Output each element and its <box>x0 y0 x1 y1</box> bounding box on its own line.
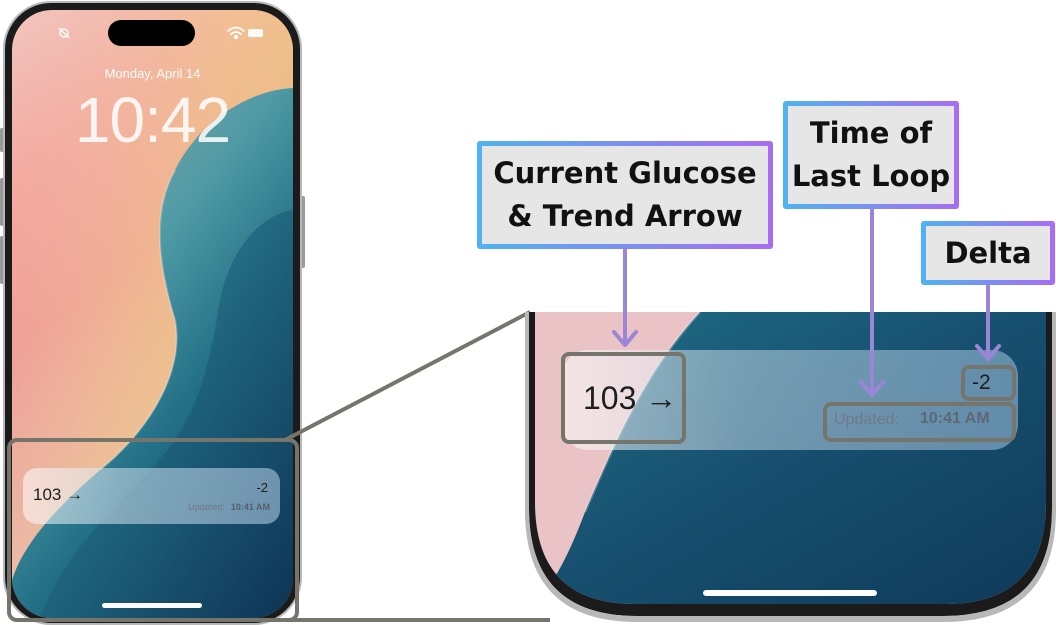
glucose-highlight-box <box>561 352 686 444</box>
callout-loop-line2: Last Loop <box>791 159 951 193</box>
zoom-glucose-trend: 103 → <box>583 380 678 416</box>
glucose-widget-small[interactable]: 103 → -2 Updated: 10:41 AM <box>23 468 280 524</box>
callout-glucose-line1: Current Glucose <box>493 156 757 190</box>
callout-current-glucose: Current Glucose & Trend Arrow <box>477 141 773 249</box>
battery-icon <box>248 29 263 37</box>
lock-screen-time: 10:42 <box>74 84 231 156</box>
callout-glucose-line2: & Trend Arrow <box>507 199 743 233</box>
lock-screen-date: Monday, April 14 <box>104 66 201 81</box>
home-indicator <box>102 603 202 608</box>
focus-moon-icon <box>58 27 70 39</box>
delta-highlight-box <box>961 365 1016 401</box>
phone-lock-screen: Monday, April 14 10:42 103 → -2 Updated:… <box>0 0 305 625</box>
zoom-updated-time: 10:41 AM <box>920 410 990 427</box>
widget-delta: -2 <box>256 480 268 495</box>
wifi-icon <box>227 26 245 40</box>
updated-highlight-box <box>823 402 1016 442</box>
callout-delta: Delta <box>921 221 1055 285</box>
widget-updated: Updated: 10:41 AM <box>188 502 270 512</box>
widget-updated-time: 10:41 AM <box>230 502 270 512</box>
widget-updated-label: Updated: <box>188 502 225 512</box>
zoom-delta: -2 <box>972 371 991 394</box>
glucose-widget-zoomed[interactable] <box>562 350 1018 450</box>
callout-loop-line1: Time of <box>809 116 933 150</box>
widget-glucose-trend: 103 → <box>33 485 84 504</box>
zoom-updated-label: Updated: <box>834 411 899 428</box>
callout-time-of-last-loop: Time of Last Loop <box>783 101 959 209</box>
callout-delta-line1: Delta <box>944 235 1032 270</box>
